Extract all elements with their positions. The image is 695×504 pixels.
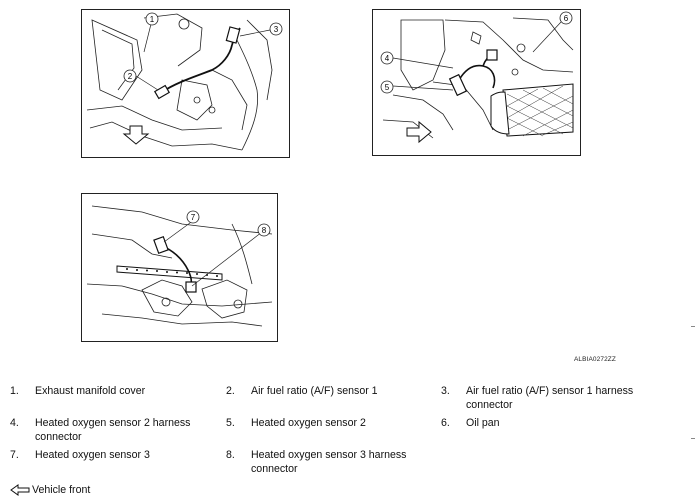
callout-1: 1	[143, 12, 159, 53]
callout-6: 6	[532, 11, 573, 53]
legend-number: 2.	[226, 385, 235, 397]
bracket-bar	[116, 265, 223, 281]
legend-text: Heated oxygen sensor 2	[251, 417, 366, 429]
legend-number: 4.	[10, 417, 19, 429]
diagram-panel-rear-exhaust: 7 8	[81, 193, 278, 342]
callout-3-label: 3	[274, 25, 279, 34]
legend-number: 3.	[441, 385, 450, 397]
legend-text: Heated oxygen sensor 3 harness connector	[251, 449, 407, 475]
diagram-panel-exhaust-manifold: 1 2 3	[81, 9, 290, 158]
oil-pan-illustration: 4 5 6	[380, 11, 574, 144]
legend-number: 1.	[10, 385, 19, 397]
callout-2: 2	[123, 69, 159, 91]
rear-exhaust-illustration: 7 8	[86, 205, 273, 327]
legend-text: Air fuel ratio (A/F) sensor 1	[251, 385, 378, 397]
exhaust-manifold-illustration: 1 2 3	[86, 12, 283, 151]
callout-7: 7	[163, 210, 200, 243]
hollow-arrow-icon	[406, 120, 432, 144]
page-edge-mark	[691, 326, 695, 327]
callout-4-label: 4	[385, 54, 390, 63]
legend-number: 6.	[441, 417, 450, 429]
legend-text: Heated oxygen sensor 3	[35, 449, 150, 461]
legend-number: 7.	[10, 449, 19, 461]
page-edge-mark	[691, 438, 695, 439]
callout-5-label: 5	[385, 83, 390, 92]
callout-7-label: 7	[191, 213, 196, 222]
callout-1-label: 1	[150, 15, 155, 24]
callout-5: 5	[380, 80, 454, 94]
hollow-arrow-icon	[122, 125, 150, 145]
callout-2-label: 2	[128, 72, 133, 81]
hollow-left-arrow-icon	[10, 484, 30, 497]
callout-6-label: 6	[564, 14, 569, 23]
legend-text: Oil pan	[466, 417, 500, 429]
legend-text: Exhaust manifold cover	[35, 385, 146, 397]
legend-number: 8.	[226, 449, 235, 461]
diagram-panel-oil-pan: 4 5 6	[372, 9, 581, 156]
legend-text: Air fuel ratio (A/F) sensor 1 harness co…	[466, 385, 634, 411]
vehicle-front-note: Vehicle front	[10, 484, 91, 497]
vehicle-front-label: Vehicle front	[32, 484, 91, 496]
flex-pipe	[490, 83, 574, 137]
figure-code: ALBIA0272ZZ	[574, 356, 616, 363]
callout-3: 3	[239, 22, 283, 37]
callout-8-label: 8	[262, 226, 267, 235]
legend-number: 5.	[226, 417, 235, 429]
legend-text: Heated oxygen sensor 2 harness connector	[35, 417, 191, 443]
callout-4: 4	[380, 51, 454, 69]
callout-8: 8	[191, 223, 271, 287]
